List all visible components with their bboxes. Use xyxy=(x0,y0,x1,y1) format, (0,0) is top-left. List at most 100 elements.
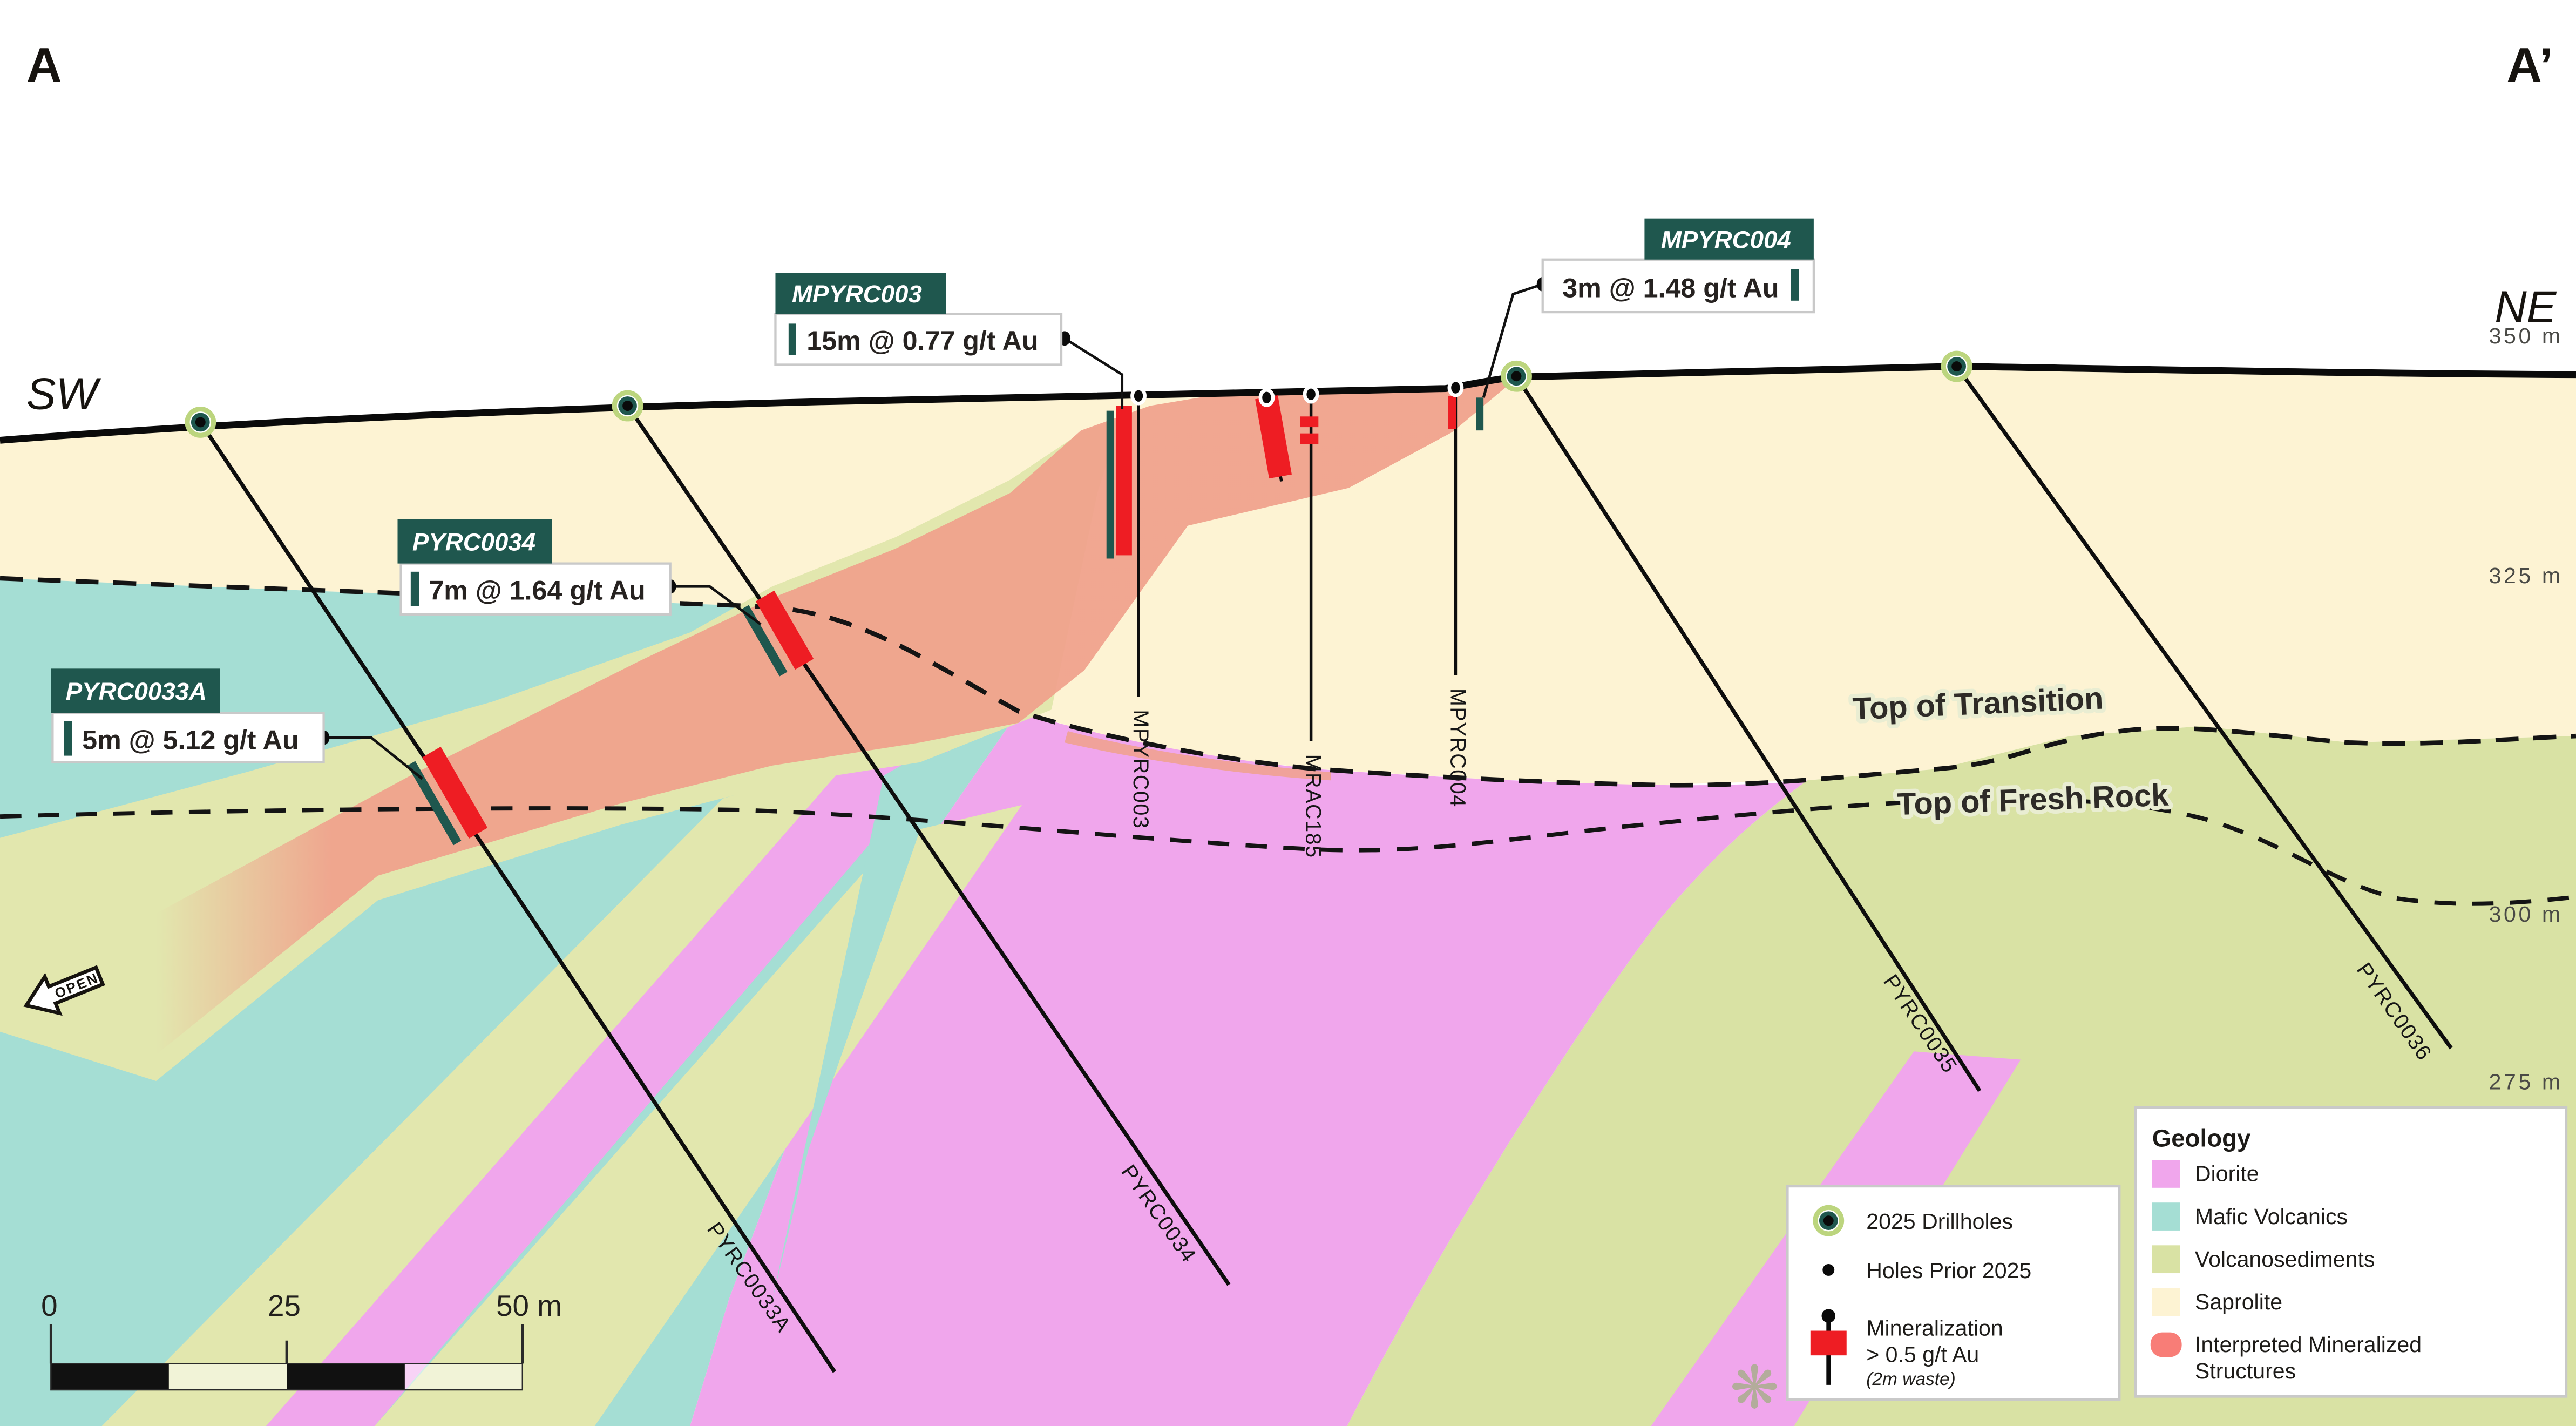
section-corner-a-prime: A’ xyxy=(2506,38,2553,93)
sky xyxy=(0,0,2576,441)
sliver-mineralized-under-transition xyxy=(1065,731,1331,781)
callouts: MPYRC003 15m @ 0.77 g/t Au MPYRC004 3m @… xyxy=(51,218,1815,780)
callout-mpyrc003: MPYRC003 15m @ 0.77 g/t Au xyxy=(774,273,1063,366)
callout-intercept: 5m @ 5.12 g/t Au xyxy=(82,725,299,755)
callout-mpyrc004: MPYRC004 3m @ 1.48 g/t Au xyxy=(1541,218,1815,314)
legend-mineralization-waste: (2m waste) xyxy=(1866,1369,1956,1389)
scalebar-label-25: 25 xyxy=(268,1289,301,1322)
structure-lines: Top of Transition Top of Fresh Rock xyxy=(0,576,2576,906)
legend-geology-title: Geology xyxy=(2152,1125,2251,1152)
elevation-275: 275 m xyxy=(2489,1069,2563,1094)
callout-accent-bar xyxy=(410,571,419,606)
callout-pyrc0034: PYRC0034 7m @ 1.64 g/t Au xyxy=(397,519,672,616)
trace-pyrc0036 xyxy=(1955,365,2453,1050)
callout-header xyxy=(1644,218,1814,260)
scalebar-seg4 xyxy=(404,1363,523,1390)
interval-bar-red xyxy=(1448,396,1456,429)
region-saprolite xyxy=(0,366,2576,786)
legend-volcanosediments-label: Volcanosediments xyxy=(2195,1247,2375,1272)
legend-2025-collar-icon xyxy=(1813,1205,1845,1236)
elevation-350: 350 m xyxy=(2489,323,2563,348)
legend-mafic-volcanics-label: Mafic Volcanics xyxy=(2195,1204,2348,1229)
prior-collar-mpyrc003 xyxy=(1130,386,1147,406)
legend-drillholes: 2025 Drillholes Holes Prior 2025 Mineral… xyxy=(1786,1185,2121,1401)
callout-header xyxy=(51,668,220,713)
band-diorite-dyke xyxy=(266,722,973,1426)
surface-topography-line xyxy=(0,363,2576,444)
band-volcanosediments-lower-left xyxy=(101,759,858,1426)
callout-header xyxy=(775,273,946,314)
trace-pyrc0033a xyxy=(199,421,837,1373)
interval-mrac185-waste xyxy=(1300,416,1319,444)
legend-geology-box xyxy=(2134,1106,2568,1398)
elevation-325: 325 m xyxy=(2489,563,2563,588)
leader-mpyrc004 xyxy=(1482,283,1543,398)
swatch-mineralized-structures xyxy=(2150,1332,2182,1357)
callout-header-label: MPYRC004 xyxy=(1661,226,1791,253)
callout-header-label: PYRC0034 xyxy=(412,528,535,556)
legend-mineralized-label-2: Structures xyxy=(2195,1359,2296,1383)
scale-bar: 0 25 50 m xyxy=(41,1289,562,1391)
legend-prior-collar-icon xyxy=(1822,1263,1835,1276)
prior-collars xyxy=(1130,378,1464,407)
callout-pyrc0033a: PYRC0033A 5m @ 5.12 g/t Au xyxy=(51,668,325,763)
scalebar-label-50: 50 m xyxy=(496,1289,562,1322)
waste-interval-red-1 xyxy=(1300,416,1319,428)
swatch-mafic-volcanics xyxy=(2152,1202,2180,1231)
elevation-labels: 350 m 325 m 300 m 275 m xyxy=(2489,323,2563,1094)
swatch-diorite xyxy=(2152,1160,2180,1188)
top-of-transition-line xyxy=(0,576,2576,788)
scalebar-seg1 xyxy=(51,1363,169,1390)
interval-mpyrc003 xyxy=(1106,406,1132,559)
compass-ne: NE xyxy=(2494,282,2557,332)
trace-label-mrac185: MRAC185 xyxy=(1301,754,1325,859)
callout-body xyxy=(774,313,1063,366)
region-diorite-main xyxy=(690,711,1807,1426)
legend-2025-drillholes-label: 2025 Drillholes xyxy=(1866,1209,2013,1234)
callout-accent-bar xyxy=(788,323,796,355)
callout-intercept: 3m @ 1.48 g/t Au xyxy=(1562,273,1779,303)
callout-intercept: 15m @ 0.77 g/t Au xyxy=(806,326,1038,356)
leader-pyrc0034 xyxy=(670,585,762,626)
callout-intercept: 7m @ 1.64 g/t Au xyxy=(429,576,645,606)
leader-mpyrc003 xyxy=(1063,337,1124,409)
callout-accent-bar xyxy=(64,721,72,756)
interval-mpyrc004 xyxy=(1448,396,1484,431)
elevation-300: 300 m xyxy=(2489,902,2563,927)
band-mineralized-structure xyxy=(156,371,1513,1055)
trace-label-mpyrc004: MPYRC004 xyxy=(1446,688,1469,808)
swatch-saprolite xyxy=(2152,1288,2180,1316)
interval-pyrc0033a xyxy=(407,746,488,846)
interval-bar-red xyxy=(755,590,814,670)
section-corner-a: A xyxy=(26,38,62,93)
legend-prior-holes-label: Holes Prior 2025 xyxy=(1866,1258,2031,1283)
collars-2025 xyxy=(185,350,1972,438)
legend-geology: Geology Diorite Mafic Volcanics Volcanos… xyxy=(2134,1106,2568,1398)
open-arrow-shape xyxy=(23,965,105,1016)
collar-2025-pyrc0035 xyxy=(1501,360,1532,392)
interval-bar-teal xyxy=(741,605,788,677)
swatch-volcanosediments xyxy=(2152,1245,2180,1274)
prior-collar-mpyrc004 xyxy=(1447,378,1464,397)
callout-accent-bar xyxy=(1791,269,1799,301)
collar-2025-pyrc0034 xyxy=(612,390,643,422)
compass-sw: SW xyxy=(26,370,101,419)
interval-bar-red xyxy=(1116,406,1132,556)
interval-bar-teal xyxy=(1476,397,1484,431)
callout-header-label: PYRC0033A xyxy=(66,678,207,705)
callout-header-label: MPYRC003 xyxy=(792,280,922,308)
waste-interval-red-2 xyxy=(1300,433,1319,444)
logo-watermark-icon: ❋ xyxy=(1730,1355,1779,1421)
interval-pyrc0034 xyxy=(741,590,814,677)
prior-collar-mrac185 xyxy=(1303,384,1319,404)
collar-2025-pyrc0033a xyxy=(185,407,216,438)
trace-pyrc0034 xyxy=(626,404,1231,1286)
legend-mineralization-label: Mineralization xyxy=(1866,1316,2003,1341)
leader-pyrc0033a xyxy=(323,736,423,780)
legend-diorite-label: Diorite xyxy=(2195,1161,2259,1186)
interval-short-hole-red xyxy=(1255,395,1292,479)
callout-body xyxy=(51,712,325,763)
callout-leaders xyxy=(323,283,1543,780)
scalebar-label-0: 0 xyxy=(41,1289,57,1322)
